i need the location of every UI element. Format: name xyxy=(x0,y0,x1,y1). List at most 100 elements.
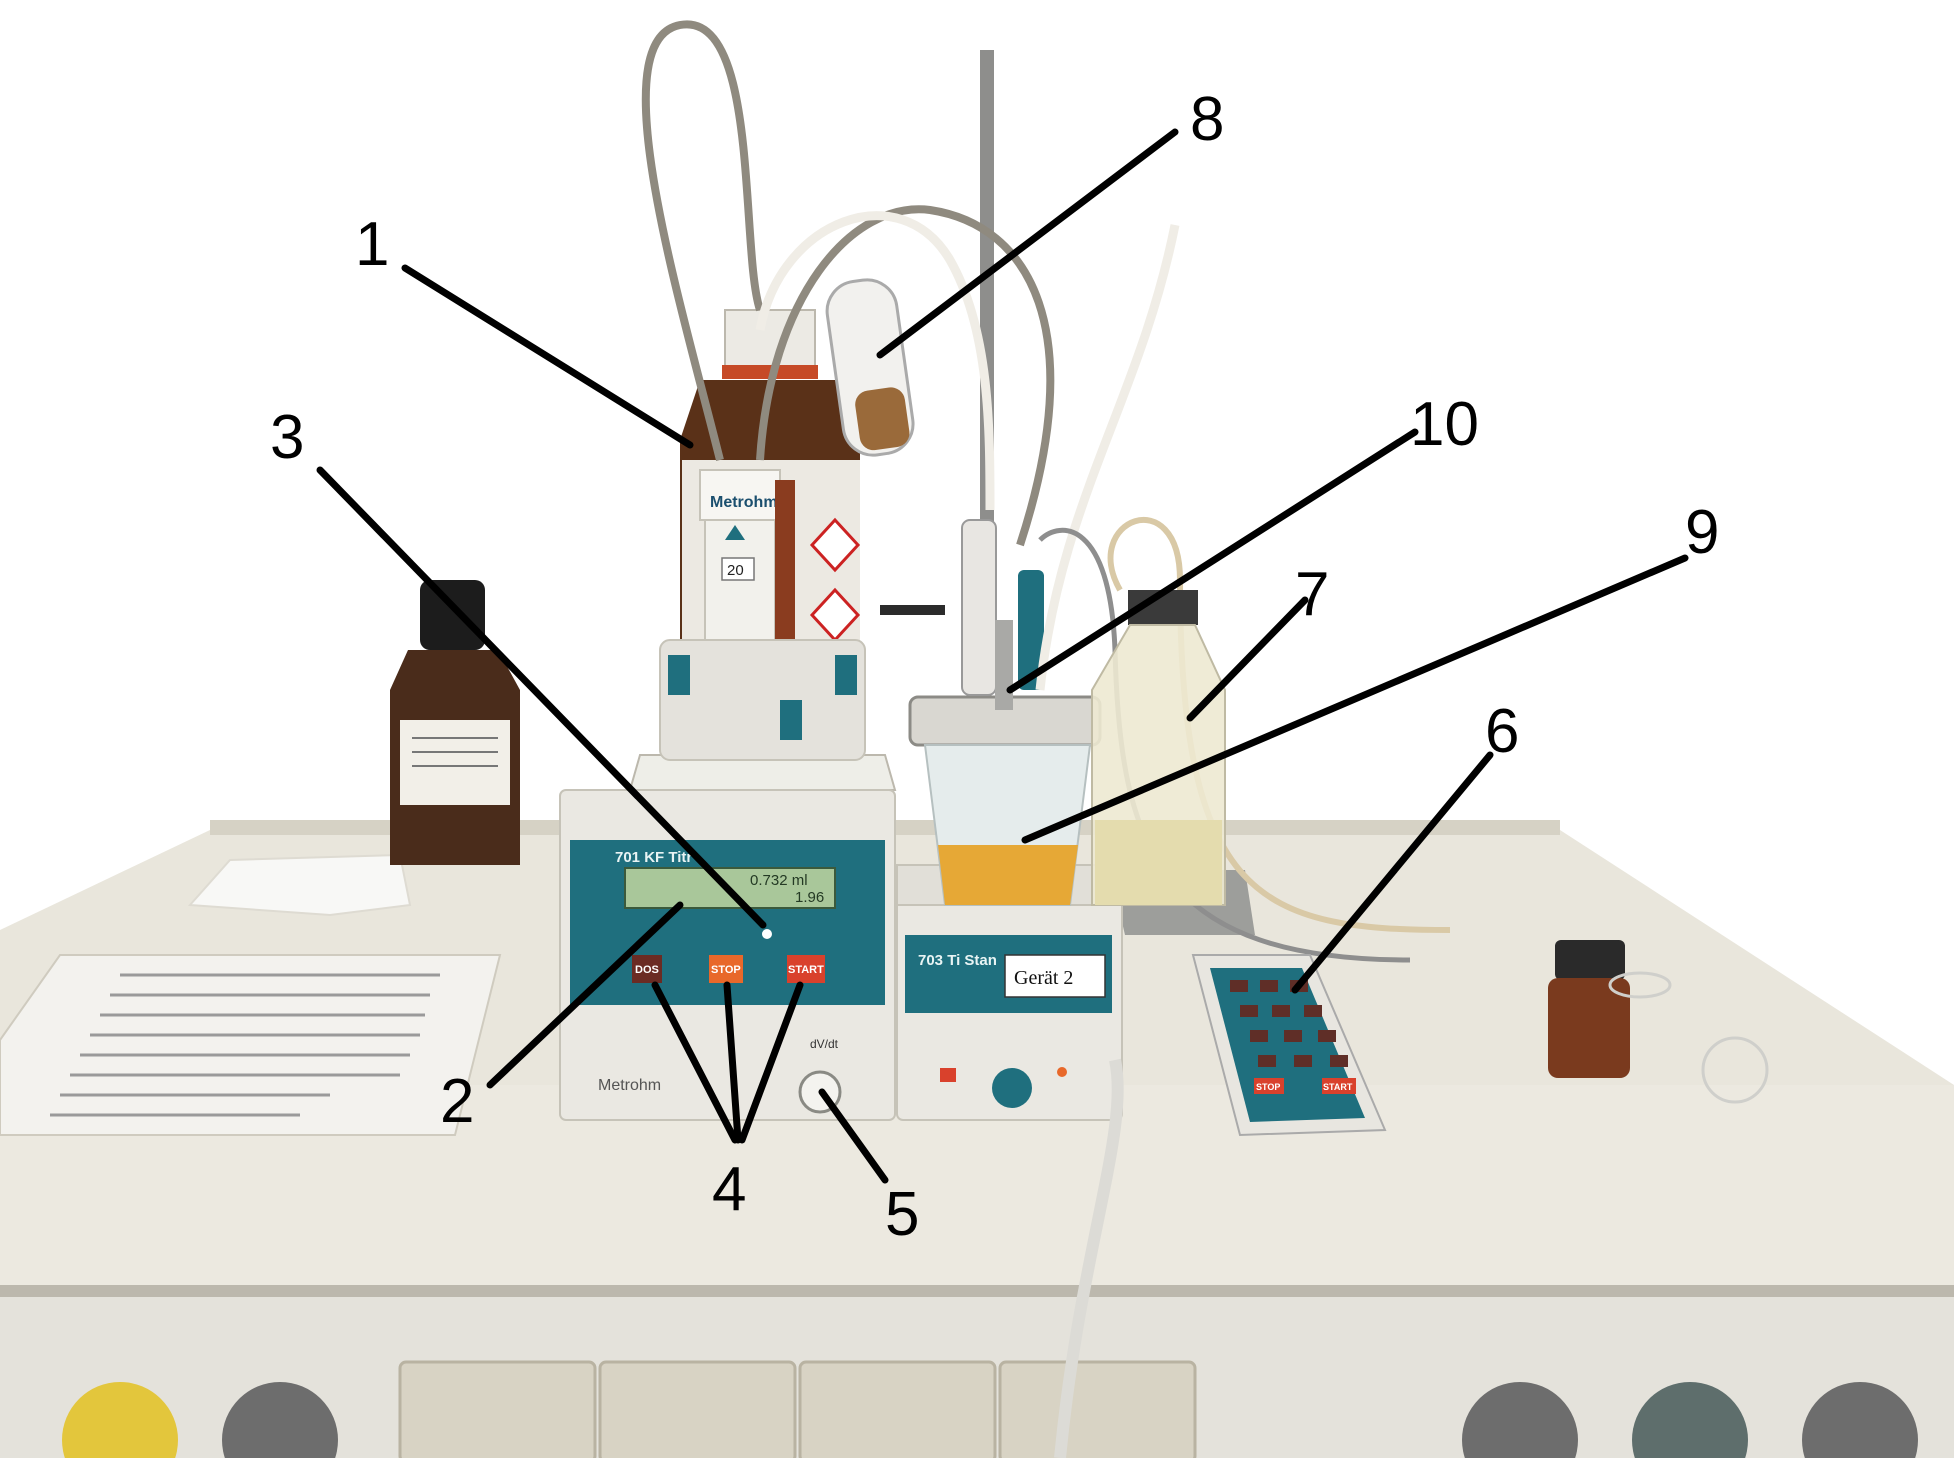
callout-line-8 xyxy=(876,128,1179,359)
keypad-key[interactable] xyxy=(1318,1030,1336,1042)
callout-number-10: 10 xyxy=(1410,390,1479,459)
burette-volume-tag xyxy=(721,557,755,581)
indicator-electrode xyxy=(1018,570,1044,690)
display-line2: 1.96 xyxy=(795,889,824,906)
bench-edge-shadow xyxy=(0,1285,1954,1297)
titration-vessel xyxy=(908,50,1102,906)
burette-stand xyxy=(659,639,866,761)
tube-clear xyxy=(1035,224,1180,691)
callout-line-3 xyxy=(316,466,767,929)
titrator-brand: Metrohm xyxy=(598,1077,661,1094)
stirrer-speed-knob[interactable] xyxy=(992,1068,1032,1108)
instruction-sheet xyxy=(0,954,502,1136)
keypad-key[interactable] xyxy=(1230,980,1248,992)
socket xyxy=(598,1360,797,1458)
callout-line-4c xyxy=(738,981,804,1144)
valve-grey xyxy=(1802,1382,1918,1458)
callout-line-4a xyxy=(651,981,739,1144)
callout-line-4b xyxy=(723,981,742,1144)
vial-cap xyxy=(1555,940,1625,980)
burette-head xyxy=(699,469,781,521)
callout-numbers: 1 2 3 4 5 6 7 8 9 10 xyxy=(270,85,1719,1249)
burette-unit: Metrohm 20 xyxy=(628,469,945,791)
callout-line-6 xyxy=(1291,751,1494,994)
burette-volume: 20 xyxy=(727,562,744,579)
keypad-stop-label: STOP xyxy=(1256,1082,1280,1092)
valve-yellow xyxy=(62,1382,178,1458)
start-button-label: START xyxy=(788,964,824,976)
status-led xyxy=(762,929,772,939)
socket xyxy=(398,1360,597,1458)
bottle-cap xyxy=(724,309,816,371)
titrator-model-label: 701 KF Titr xyxy=(615,849,692,866)
keypad-key[interactable] xyxy=(1250,1030,1268,1042)
callout-number-6: 6 xyxy=(1485,697,1519,766)
valve-grey xyxy=(222,1382,338,1458)
socket xyxy=(798,1360,997,1458)
callout-line-2 xyxy=(486,901,684,1089)
keypad-key[interactable] xyxy=(1330,1055,1348,1067)
keypad-stop-button[interactable]: STOP xyxy=(1254,1078,1284,1094)
vessel-liquid xyxy=(938,845,1078,905)
keypad-key[interactable] xyxy=(1294,1055,1312,1067)
keypad-key[interactable] xyxy=(1272,1005,1290,1017)
hazard-symbol xyxy=(809,517,861,573)
clip xyxy=(668,655,690,695)
callout-number-7: 7 xyxy=(1295,560,1329,629)
keypad-key[interactable] xyxy=(1284,1030,1302,1042)
clip xyxy=(835,655,857,695)
callout-number-3: 3 xyxy=(270,403,304,472)
stop-button[interactable]: STOP xyxy=(709,955,743,983)
callout-line-10 xyxy=(1006,428,1419,694)
drying-tube xyxy=(825,278,915,457)
keypad-key[interactable] xyxy=(1240,1005,1258,1017)
keypad-start-button[interactable]: START xyxy=(1322,1078,1356,1094)
keypad-key[interactable] xyxy=(1304,1005,1322,1017)
vial-body xyxy=(1548,978,1630,1078)
tube-dosing xyxy=(756,205,1055,547)
stirrer-switch[interactable] xyxy=(940,1068,956,1082)
gas-valves xyxy=(62,1382,1918,1458)
clip xyxy=(780,700,802,740)
keypad-start-label: START xyxy=(1323,1082,1353,1092)
callout-lines xyxy=(316,128,1689,1184)
power-cable xyxy=(1054,1058,1124,1458)
burette-brand: Metrohm xyxy=(710,494,778,511)
instruction-text-lines xyxy=(50,973,440,1117)
power-sockets xyxy=(398,1360,1197,1458)
reagent-bottle-left xyxy=(390,580,520,865)
callout-line-7 xyxy=(1186,596,1309,722)
titrator-701: 701 KF Titr 0.732 ml 1.96 DOS STOP START… xyxy=(559,789,896,1121)
tissue xyxy=(187,853,412,917)
valve-grey xyxy=(1462,1382,1578,1458)
socket xyxy=(998,1360,1197,1458)
valve-grey xyxy=(1632,1382,1748,1458)
stirrer-led xyxy=(1057,1067,1067,1077)
desiccant-tube xyxy=(961,519,997,696)
callout-number-9: 9 xyxy=(1685,498,1719,567)
remote-keypad: STOP START xyxy=(1191,954,1387,1137)
callout-number-2: 2 xyxy=(440,1067,474,1136)
display-line1: 0.732 ml xyxy=(750,872,808,889)
keypad-key[interactable] xyxy=(1260,980,1278,992)
dos-button-label: DOS xyxy=(635,964,659,976)
keypad-key[interactable] xyxy=(1258,1055,1276,1067)
bottle-label xyxy=(400,720,510,805)
stirrer-model-label: 703 Ti Stan xyxy=(918,952,997,969)
device-tag-label: Gerät 2 xyxy=(1014,967,1073,989)
callout-number-5: 5 xyxy=(885,1180,919,1249)
start-button[interactable]: START xyxy=(787,955,825,983)
glass-stopper xyxy=(1608,971,1769,1104)
molecular-sieve xyxy=(855,387,910,451)
callout-number-1: 1 xyxy=(355,210,389,279)
callout-line-9 xyxy=(1021,554,1689,844)
dosing-tip xyxy=(995,620,1013,710)
callout-line-5 xyxy=(818,1088,889,1184)
stop-button-label: STOP xyxy=(711,964,741,976)
dos-button[interactable]: DOS xyxy=(632,955,662,983)
bottle-liquid xyxy=(1095,820,1222,905)
callout-number-4: 4 xyxy=(712,1155,746,1224)
knob-scale-label: dV/dt xyxy=(810,1037,839,1051)
burette-handle xyxy=(880,605,945,615)
